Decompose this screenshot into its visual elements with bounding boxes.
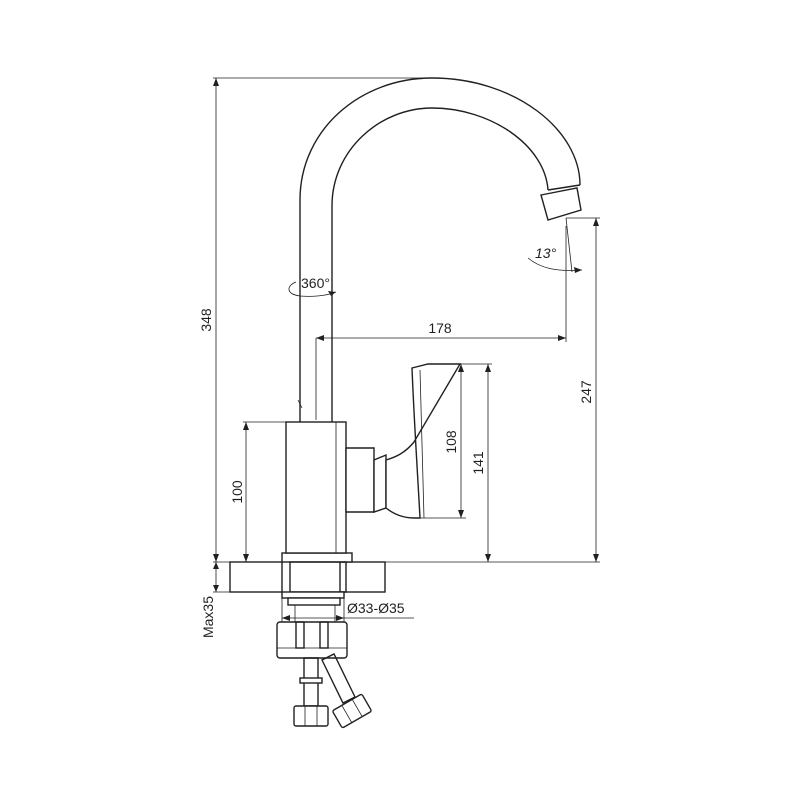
lock-nut	[276, 621, 348, 659]
faucet-body	[285, 421, 347, 554]
angle-label: 13°	[535, 245, 557, 261]
rotation-arrow-icon	[288, 281, 337, 297]
dim-body-handle-height: 141	[470, 364, 491, 562]
dim-max-thickness: Max35	[200, 562, 230, 638]
dim-total-height: 348	[198, 77, 432, 563]
dim-spout-reach: 178	[316, 226, 567, 342]
max-thickness-label: Max35	[200, 596, 216, 638]
angle-annotation: 13°	[527, 217, 583, 273]
dim-handle-height: 108	[420, 363, 492, 519]
rotation-label: 360°	[301, 275, 330, 291]
mixer-handle	[345, 363, 462, 519]
supply-hoses	[293, 653, 372, 729]
dim-hole-diameter: Ø33-Ø35	[281, 598, 414, 622]
dim-spout-height: 247	[385, 217, 600, 563]
spout-reach-label: 178	[428, 320, 452, 336]
hole-diameter-label: Ø33-Ø35	[347, 600, 405, 616]
angle-arc-icon	[527, 217, 583, 273]
dim-body-height: 100	[229, 421, 286, 562]
handle-height-label: 108	[443, 430, 459, 454]
body-handle-height-label: 141	[470, 451, 486, 475]
total-height-label: 348	[198, 308, 214, 332]
countertop	[229, 561, 386, 593]
rotation-annotation: 360°	[288, 275, 337, 297]
body-height-label: 100	[229, 480, 245, 504]
spout-height-label: 247	[578, 380, 594, 404]
mounting-shank	[281, 552, 353, 622]
